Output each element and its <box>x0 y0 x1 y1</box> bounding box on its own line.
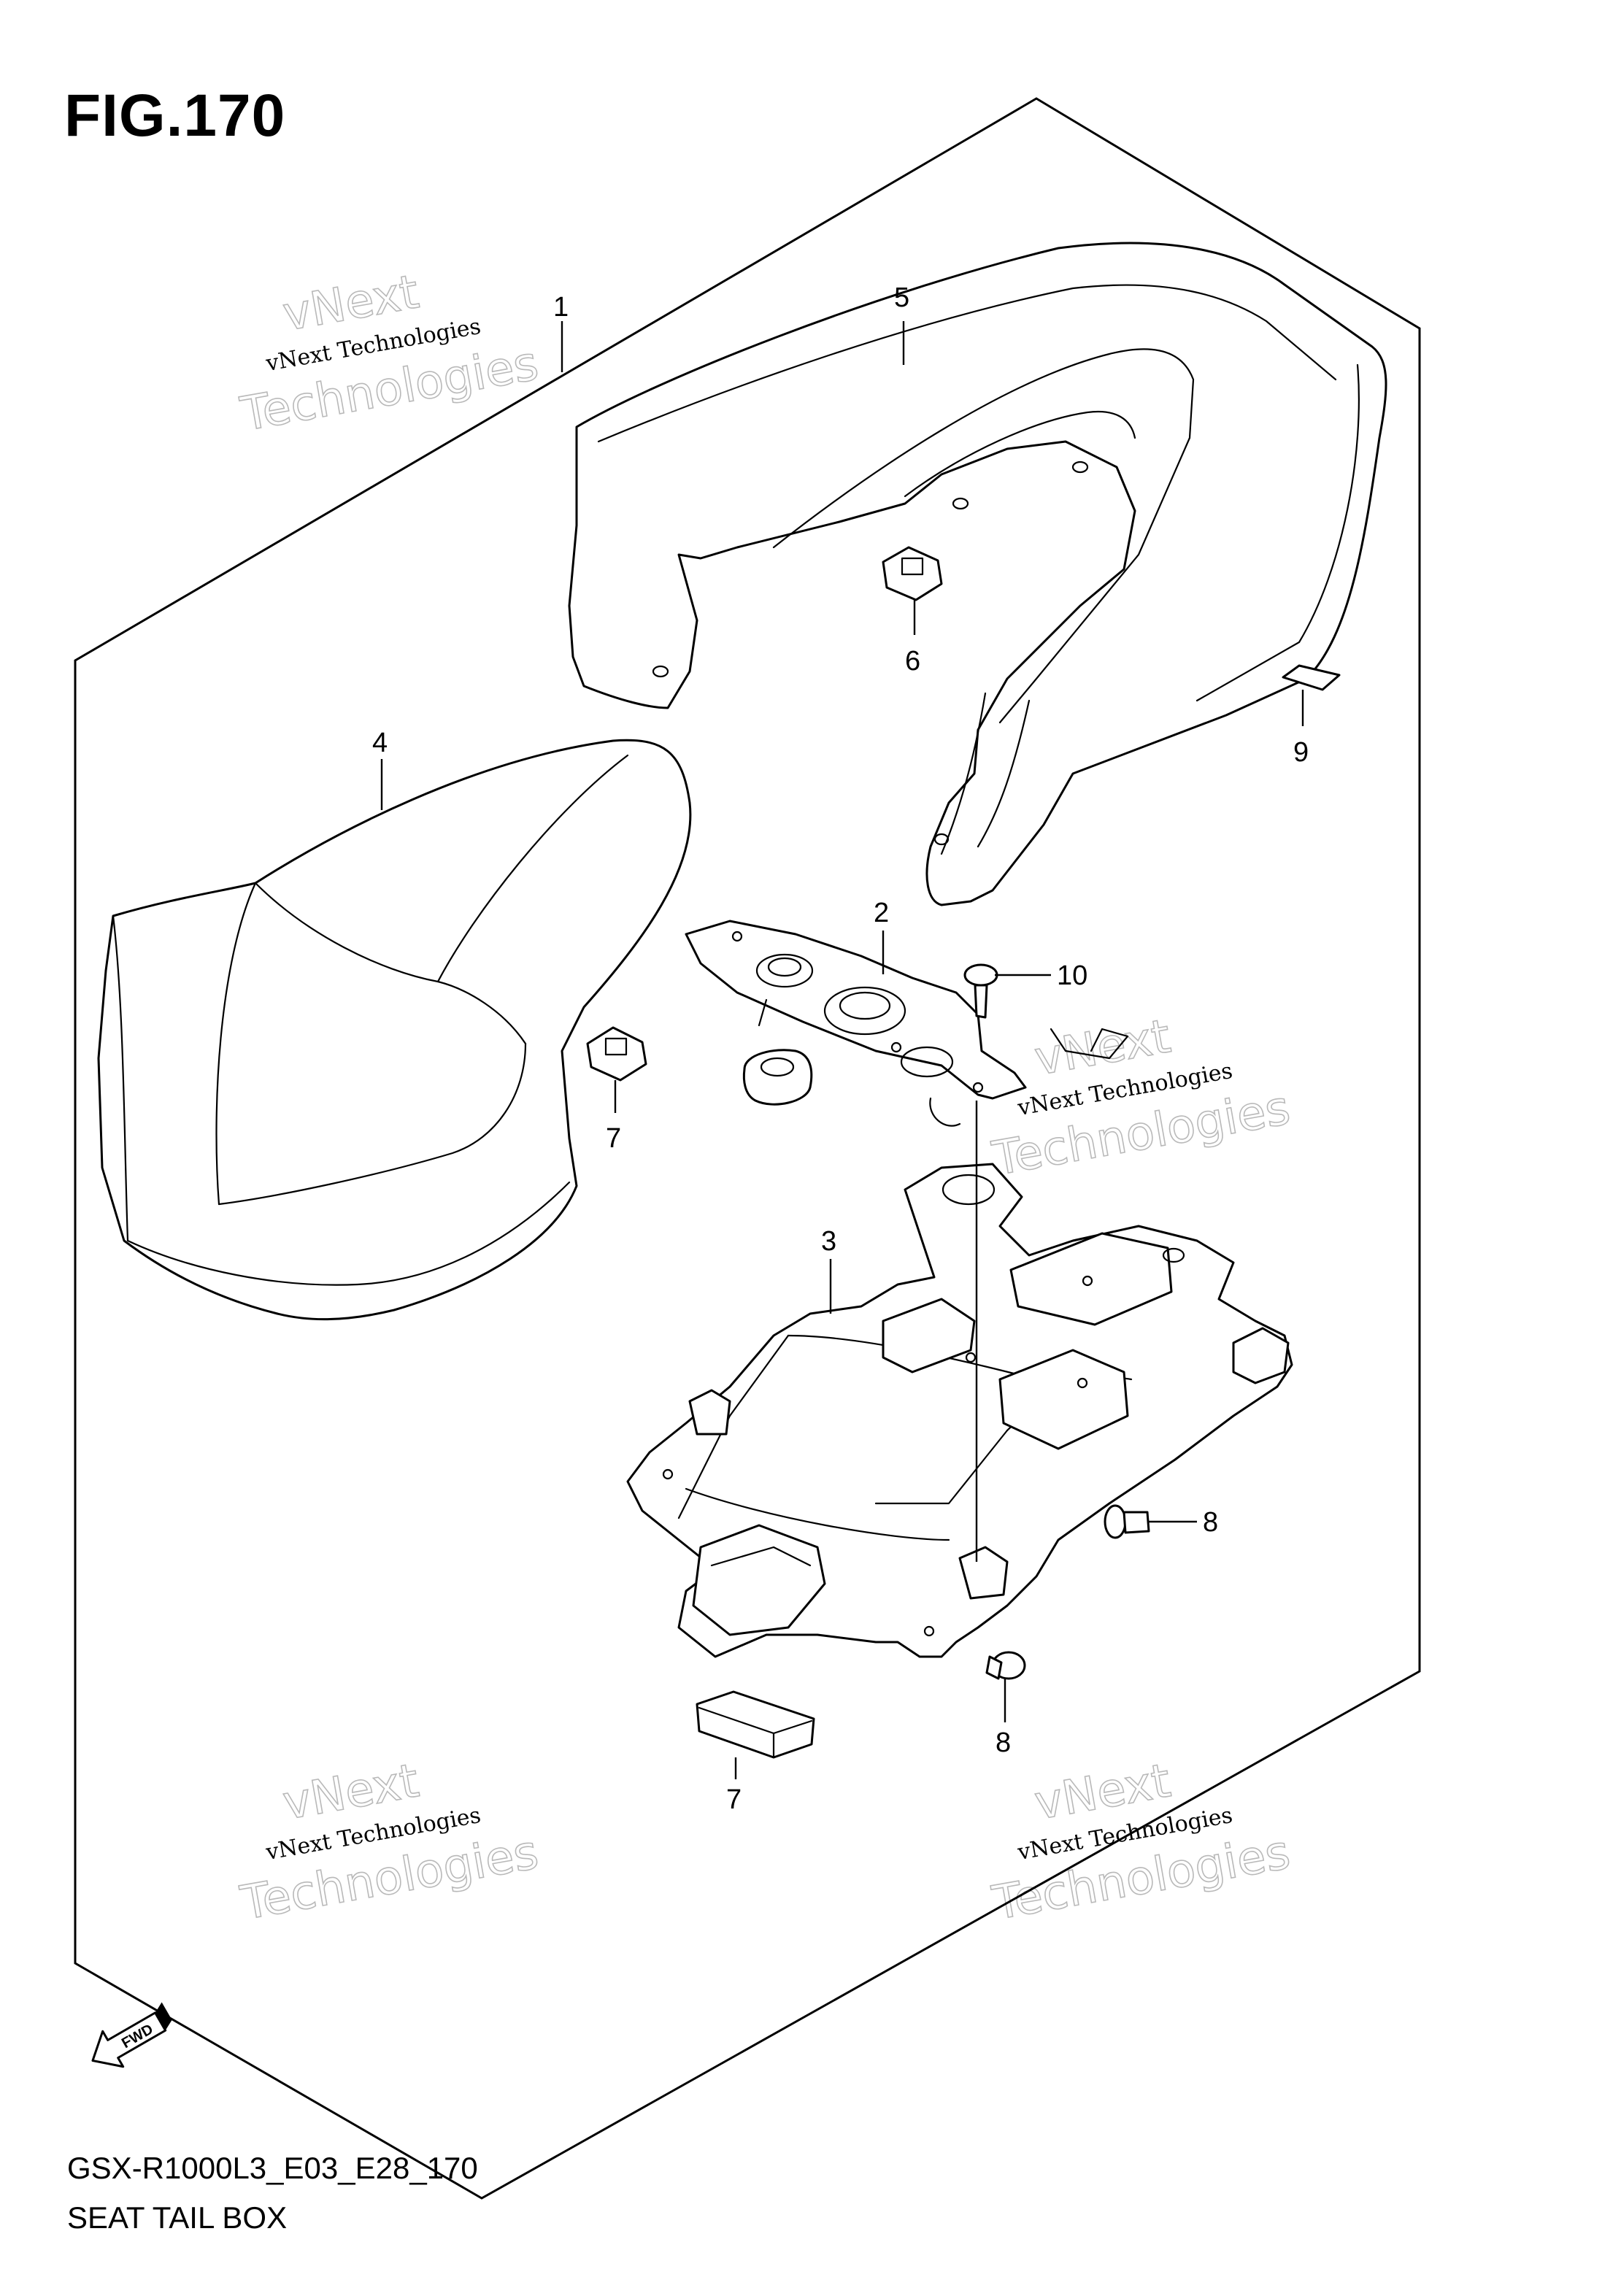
part-8-bolt-right <box>1104 1504 1150 1539</box>
part-7-clip-upper <box>882 546 943 601</box>
callout-9: 9 <box>1293 737 1309 768</box>
figure-title: FIG.170 <box>64 82 286 149</box>
callout-3: 3 <box>821 1226 836 1257</box>
part-2-bracket <box>685 920 1129 1127</box>
callout-1: 1 <box>553 292 569 323</box>
figure-name: SEAT TAIL BOX <box>67 2200 288 2235</box>
model-code: GSX-R1000L3_E03_E28_170 <box>67 2151 478 2185</box>
part-6-pad-edge <box>698 1706 813 1759</box>
part-5-tail-cowl <box>568 242 1387 906</box>
part-7-clip-lower <box>586 1026 647 1082</box>
leader-lines <box>380 321 1304 1779</box>
callout-8-bottom: 8 <box>996 1727 1011 1758</box>
callout-10: 10 <box>1057 960 1087 991</box>
watermark-bottom-left: vNext vNext Technologies Technologies <box>236 1754 542 1932</box>
callout-7-upper: 6 <box>905 646 920 677</box>
callout-7-lower: 7 <box>606 1123 621 1154</box>
callout-6: 7 <box>726 1784 742 1815</box>
part-9-pad <box>1282 664 1341 691</box>
part-4-seat <box>97 739 692 1321</box>
callout-5: 5 <box>894 282 909 313</box>
callout-2: 2 <box>874 898 889 928</box>
watermark-top-left: vNext vNext Technologies Technologies <box>236 265 542 443</box>
damper-ring <box>742 1049 813 1106</box>
fwd-arrow-icon: FWD <box>91 2002 172 2068</box>
assembly-boundary <box>74 97 1421 2200</box>
callout-4: 4 <box>372 728 388 758</box>
part-8-bolt-bottom <box>985 1651 1026 1680</box>
callout-8-right: 8 <box>1203 1507 1218 1538</box>
part-6-pad <box>696 1690 815 1759</box>
part-3-tray <box>626 1163 1293 1658</box>
part-10-screw <box>963 963 998 1019</box>
callout-labels: 1 5 4 6 9 2 10 7 3 8 8 7 <box>372 282 1309 1815</box>
